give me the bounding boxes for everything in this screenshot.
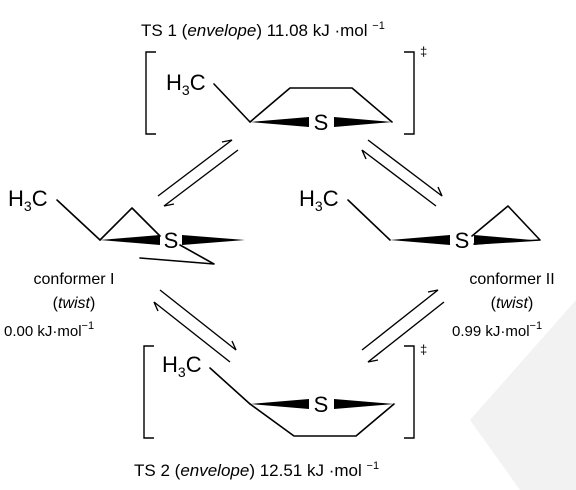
harpoon-forward: [157, 139, 233, 197]
conf1-energy-line: 0.00 kJ·mol−1: [4, 320, 94, 340]
ts1-sulfur: S: [314, 110, 329, 135]
ts1-methyl-bond: [213, 83, 251, 123]
conf1-sulfur: S: [164, 228, 179, 253]
harpoon-forward: [159, 289, 237, 351]
ts2-unit: mol: [334, 461, 361, 480]
conf1-shape-line: (twist): [53, 295, 96, 312]
harpoon-forward: [361, 289, 439, 351]
ts1-right-bracket: [404, 51, 415, 135]
ts1-left-bracket: [145, 51, 156, 135]
ts1-wedge-left: [250, 117, 309, 127]
harpoon-reverse: [153, 301, 231, 363]
ts2-ring-bonds: [249, 403, 395, 437]
ts2-dagger: ‡: [420, 342, 427, 357]
watermark-shape: [470, 300, 576, 490]
ts1-exp: −1: [372, 20, 385, 32]
equilibrium-arrow-upper-left: [157, 139, 239, 207]
harpoon-reverse: [367, 301, 445, 363]
ts1-unit: mol: [340, 21, 367, 40]
conf2-methyl-bond: [347, 199, 391, 241]
conf1-shape: twist: [58, 295, 91, 312]
ts1-shape: envelope: [187, 21, 256, 40]
ts1-methyl-label: H3C: [166, 70, 206, 98]
ts2-exp: −1: [367, 460, 380, 472]
ts1-ring-bonds: [249, 87, 393, 123]
equilibrium-arrow-upper-right: [361, 139, 443, 207]
conf1-ring-lower: [139, 244, 215, 265]
ts2-wedge-left: [250, 399, 309, 409]
conf2-shape-line: (twist): [491, 295, 534, 312]
conf1-unit: mol: [57, 323, 81, 340]
conf1-ring-upper: [99, 207, 161, 241]
ts2-methyl-bond: [209, 367, 251, 405]
conf2-energy: 0.99 kJ: [452, 323, 500, 340]
conf1-methyl-bond: [56, 199, 101, 241]
equilibrium-arrow-lower-right: [361, 289, 445, 363]
ts1-dagger: ‡: [420, 44, 427, 59]
ts1-name: TS 1: [141, 21, 177, 40]
harpoon-reverse: [361, 149, 437, 207]
conf1-methyl-label: H3C: [8, 186, 48, 214]
conf2-exp: −1: [530, 320, 543, 332]
ts2-left-bracket: [143, 345, 154, 439]
equilibrium-arrow-lower-left: [153, 289, 237, 363]
conf1-energy: 0.00 kJ: [4, 323, 52, 340]
ts2-energy: 12.51 kJ: [260, 461, 324, 480]
ts2-shape: envelope: [180, 461, 249, 480]
ts2-title: TS 2 (envelope) 12.51 kJ ·mol −1: [134, 460, 379, 480]
conf2-unit: mol: [505, 323, 529, 340]
ts2-right-bracket: [404, 345, 415, 439]
conf2-name: conformer II: [469, 271, 554, 288]
conf2-methyl-label: H3C: [299, 186, 339, 214]
conf1-name: conformer I: [34, 271, 115, 288]
conf1-exp: −1: [82, 320, 95, 332]
ts2-methyl-label: H3C: [162, 352, 202, 380]
conf2-shape: twist: [496, 295, 529, 312]
ts2-sulfur: S: [314, 392, 329, 417]
conf2-energy-line: 0.99 kJ·mol−1: [452, 320, 542, 340]
harpoon-reverse: [163, 149, 239, 207]
ts1-title: TS 1 (envelope) 11.08 kJ ·mol −1: [141, 20, 385, 40]
conf1-wedge-right: [182, 235, 245, 245]
conf2-wedge-left: [390, 235, 450, 245]
conf1-wedge-left: [100, 235, 160, 245]
harpoon-forward: [367, 139, 443, 197]
conf2-ring-bonds: [471, 205, 541, 245]
ts2-wedge-right: [334, 399, 394, 409]
ts1-energy: 11.08 kJ: [267, 21, 330, 40]
ts1-wedge-right: [334, 117, 392, 127]
conf2-sulfur: S: [455, 228, 470, 253]
ts2-name: TS 2: [134, 461, 170, 480]
